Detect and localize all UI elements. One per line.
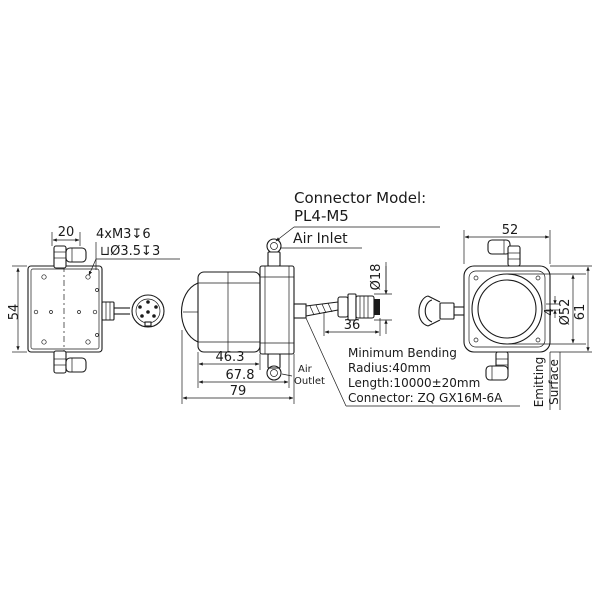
dim-61-text: 61 (573, 304, 588, 321)
dim-36: 36 (323, 312, 381, 336)
back-top-air-fitting (53, 245, 87, 269)
thread-spec-text: 4xM3↧6 (96, 227, 151, 242)
dim-52-top-text: 52 (502, 223, 519, 238)
dim-79: 79 (181, 330, 295, 404)
dim-46-3-text: 46.3 (216, 350, 245, 365)
front-bottom-air-fitting (485, 351, 509, 381)
side-connector-plug (337, 293, 380, 321)
dim-dia52: Ø52 (558, 274, 575, 344)
front-outer-ring (471, 273, 543, 345)
dome-lens (180, 282, 199, 343)
dim-dia18-text: Ø18 (369, 264, 384, 291)
air-inlet-fitting (266, 238, 282, 267)
dim-79-text: 79 (230, 384, 247, 399)
back-cable-gland (101, 301, 115, 321)
dim-54-text: 54 (7, 304, 22, 321)
side-main-body (197, 271, 261, 353)
front-top-air-fitting (487, 239, 521, 267)
dim-20-text: 20 (58, 225, 75, 240)
dim-4: 4 (542, 296, 560, 318)
emitting-label-1: Emitting (532, 357, 546, 408)
air-inlet-label: Air Inlet (293, 231, 348, 247)
bending-label-2: Radius:40mm (348, 361, 431, 375)
dim-67-8-text: 67.8 (226, 368, 255, 383)
bending-label-1: Minimum Bending (348, 346, 457, 360)
side-cable (293, 301, 339, 319)
air-outlet-label-2: Outlet (294, 376, 325, 387)
back-view: 54 20 4xM3↧6 ⊔Ø3.5↧3 (7, 225, 180, 374)
back-body-inner (30, 268, 100, 350)
connector-model-title: Connector Model: (294, 189, 426, 207)
dim-46-3: 46.3 (197, 350, 261, 370)
dim-dia52-text: Ø52 (558, 299, 573, 326)
emitting-label-2: Surface (547, 359, 561, 405)
dim-dia18: Ø18 (369, 262, 392, 334)
dim-20: 20 (51, 225, 81, 246)
side-view: Ø18 36 46.3 67.8 79 Connecto (180, 189, 520, 407)
air-outlet-label-1: Air (298, 364, 313, 375)
connector-label: Connector: ZQ GX16M-6A (348, 391, 503, 405)
back-bottom-air-fitting (53, 350, 87, 374)
front-view: 52 4 Ø52 61 Emitting Surface (418, 223, 592, 410)
back-connector-face (131, 294, 165, 328)
dim-54: 54 (7, 265, 27, 353)
dim-52-top: 52 (463, 223, 551, 264)
dim-36-text: 36 (344, 318, 361, 333)
front-cable-stub (418, 295, 464, 327)
counterbore-spec-text: ⊔Ø3.5↧3 (100, 244, 160, 259)
connector-model-value: PL4-M5 (294, 207, 349, 225)
air-outlet-fitting (266, 353, 282, 381)
dim-61: 61 (573, 266, 590, 352)
length-label: Length:10000±20mm (348, 376, 480, 390)
front-emitting-window (477, 279, 537, 339)
back-body-outline (27, 265, 103, 353)
dim-4-text: 4 (542, 308, 556, 316)
dim-67-8: 67.8 (197, 354, 290, 388)
front-body (463, 265, 551, 353)
